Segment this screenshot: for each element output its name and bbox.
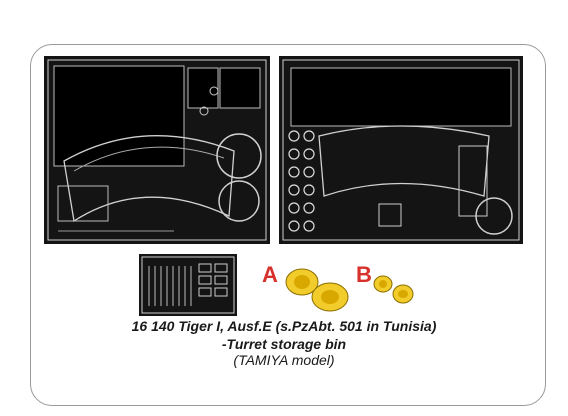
callout-label-b: B bbox=[356, 262, 372, 287]
product-title: 16 140 Tiger I, Ausf.E (s.PzAbt. 501 in … bbox=[131, 318, 437, 334]
callout-label-a: A bbox=[262, 262, 278, 287]
model-note: (TAMIYA model) bbox=[233, 352, 335, 368]
resin-parts-b bbox=[373, 275, 414, 304]
photo-etch-fret-small bbox=[139, 254, 237, 316]
product-subtitle: -Turret storage bin bbox=[221, 336, 347, 352]
photo-etch-fret-right bbox=[279, 56, 523, 244]
photo-etch-fret-left bbox=[44, 56, 270, 244]
resin-parts-a bbox=[285, 268, 349, 312]
product-frame bbox=[30, 44, 546, 406]
